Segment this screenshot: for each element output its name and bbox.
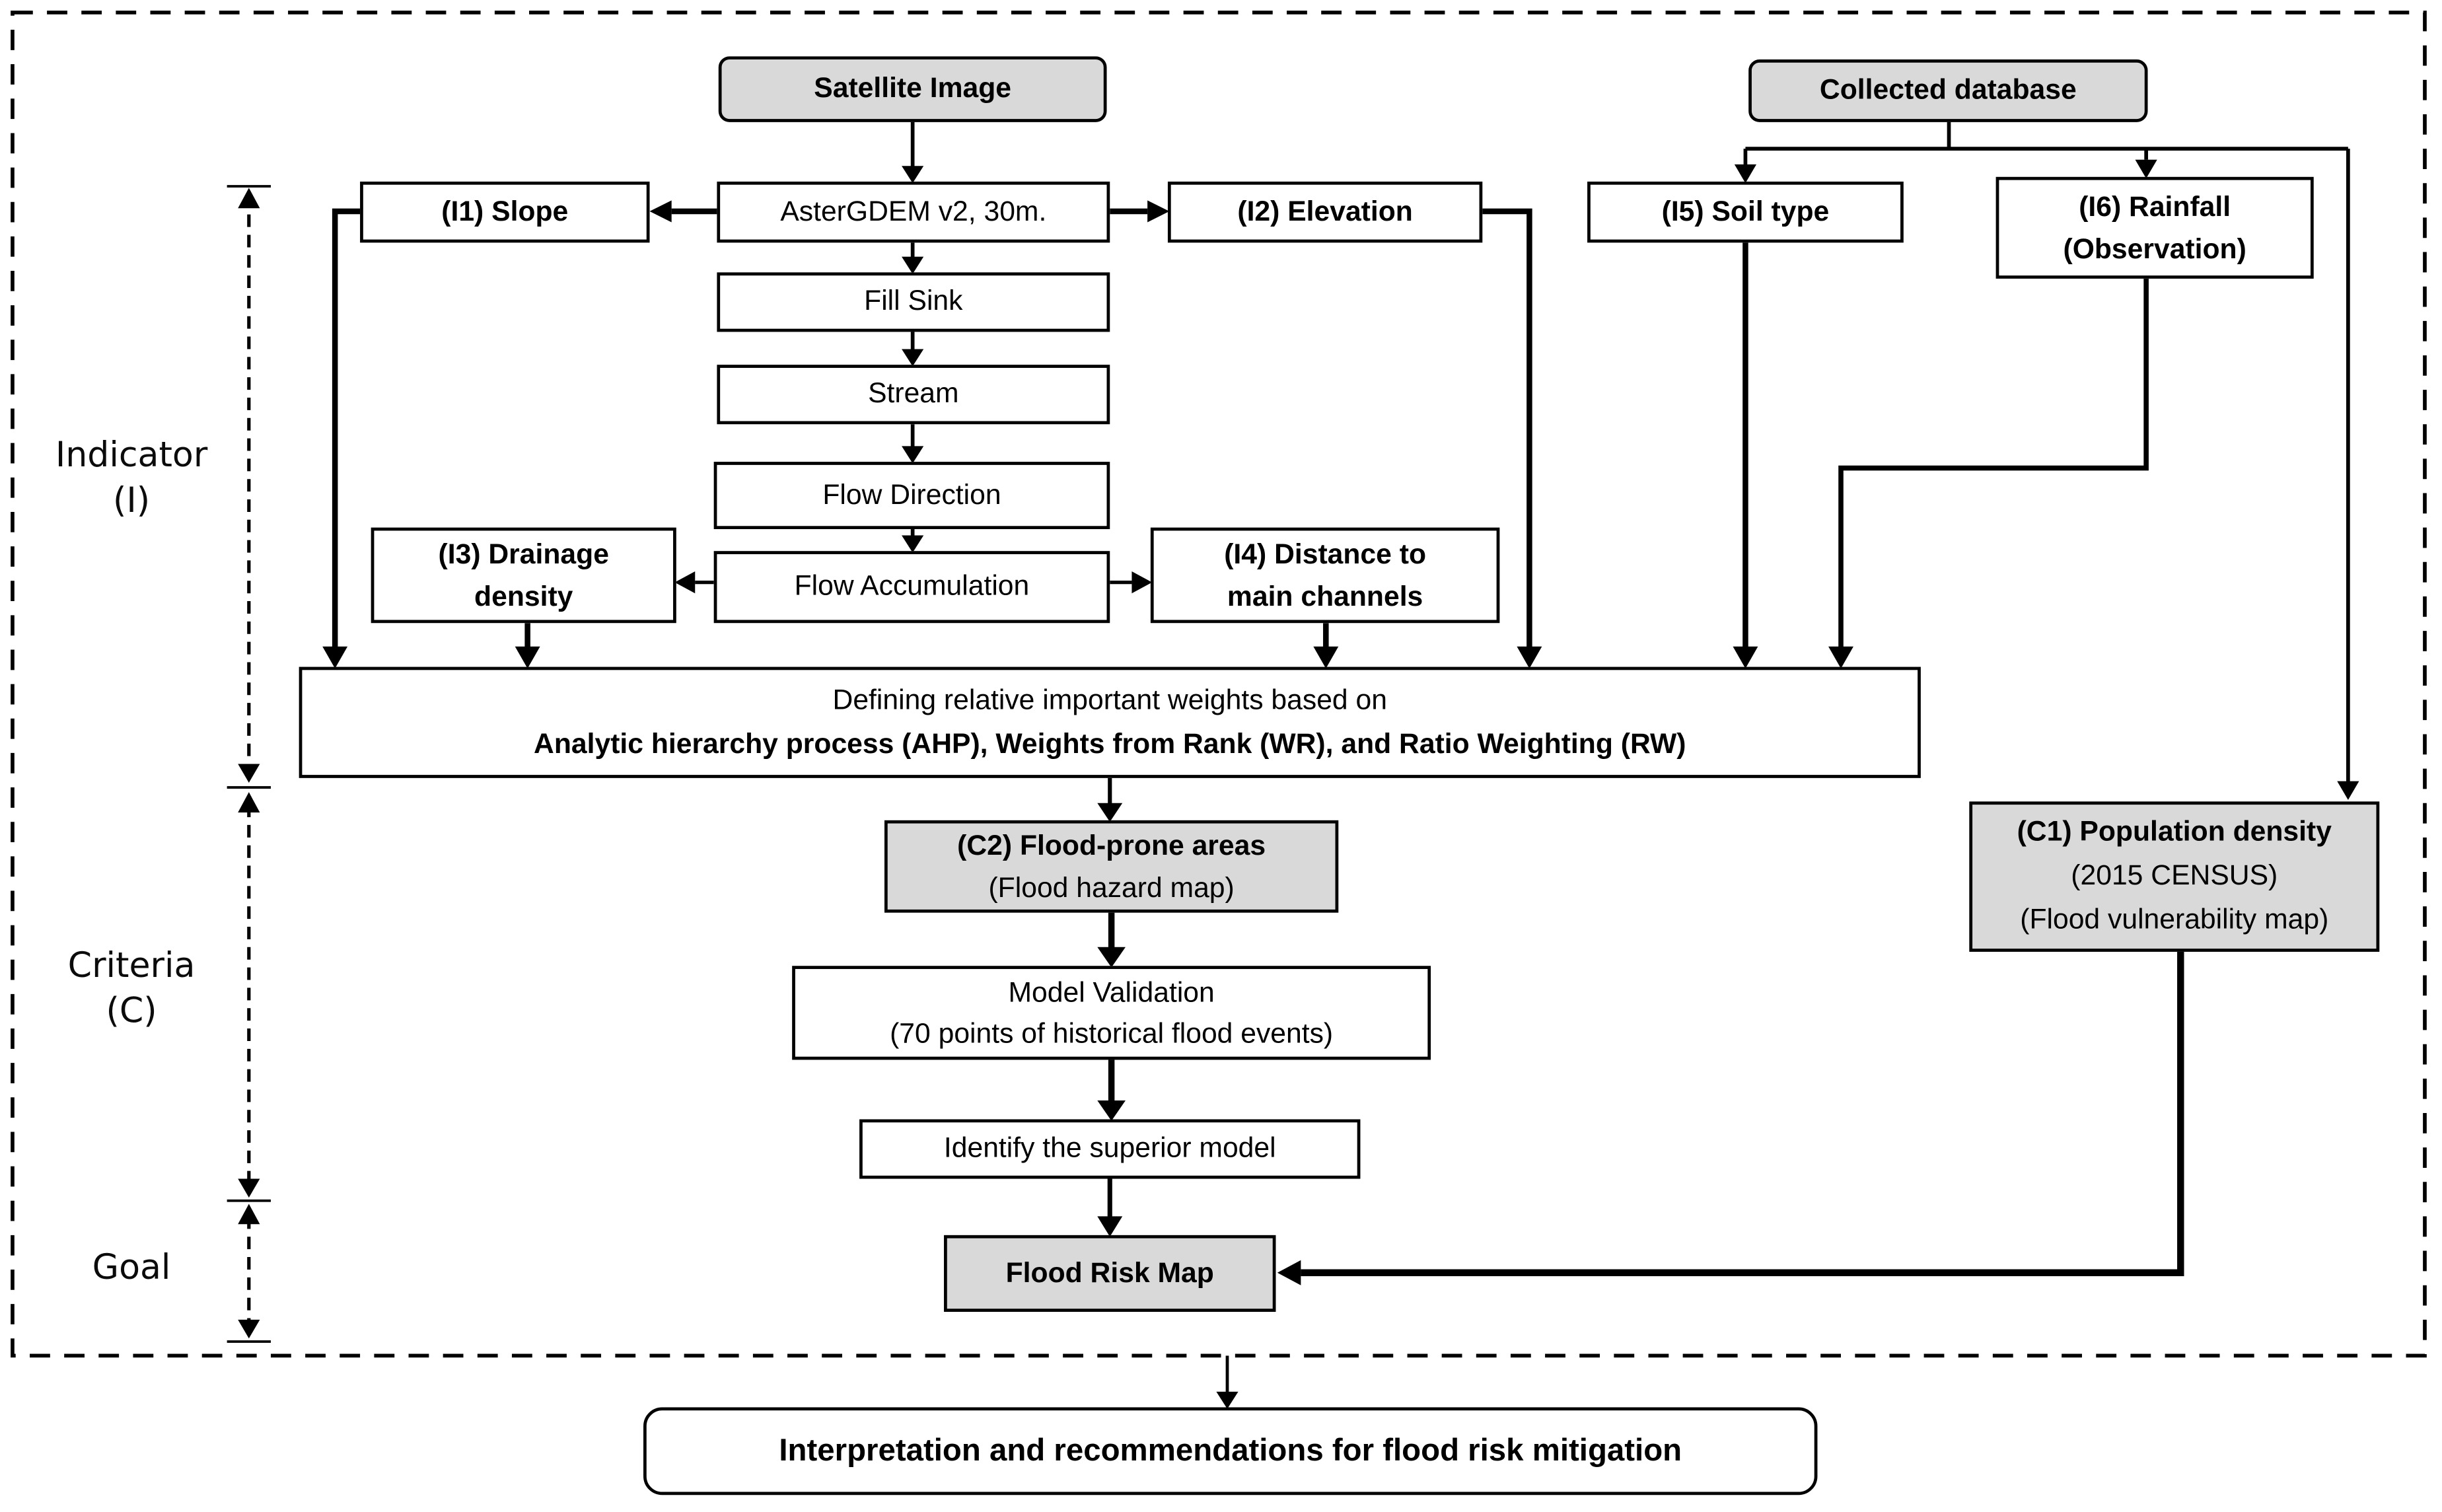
node-i2-elevation-label: (I2) Elevation bbox=[1237, 196, 1413, 227]
node-collected-database-label: Collected database bbox=[1819, 74, 2077, 106]
node-i3-line1: (I3) Drainage bbox=[438, 539, 609, 571]
node-i5-soil-type: (I5) Soil type bbox=[1587, 181, 1904, 243]
section-label-criteria: Criteria (C) bbox=[14, 945, 248, 1035]
connector-c2-to-modelvalidation bbox=[1097, 912, 1126, 968]
node-i5-soil-type-label: (I5) Soil type bbox=[1661, 196, 1830, 227]
section-label-indicator: Indicator (I) bbox=[14, 435, 248, 525]
connector-to-interpretation bbox=[1216, 1355, 1239, 1409]
node-i6-rainfall-line2: (Observation) bbox=[2063, 232, 2246, 264]
connector-i3-to-ahp bbox=[515, 623, 540, 668]
node-c1-line2: (2015 CENSUS) bbox=[2071, 859, 2278, 891]
connector-astergdem-to-i2 bbox=[1110, 200, 1170, 223]
node-fill-sink-label: Fill Sink bbox=[864, 285, 963, 317]
connector-stream-to-flowdirection bbox=[902, 424, 924, 464]
node-i4-distance: (I4) Distance to main channels bbox=[1150, 527, 1500, 624]
node-c1-line1: (C1) Population density bbox=[2017, 816, 2332, 847]
connector-fillsink-to-stream bbox=[902, 332, 924, 367]
connector-astergdem-to-fillsink bbox=[902, 242, 924, 274]
node-i4-line1: (I4) Distance to bbox=[1224, 539, 1427, 571]
connector-astergdem-to-i1 bbox=[649, 200, 717, 223]
connector-i1-to-ahp bbox=[322, 208, 361, 668]
node-flow-accumulation: Flow Accumulation bbox=[713, 551, 1110, 624]
section-label-indicator-text: Indicator bbox=[55, 437, 208, 476]
node-i3-line2: density bbox=[474, 580, 573, 612]
node-i1-slope-label: (I1) Slope bbox=[441, 196, 569, 227]
node-flood-risk-map: Flood Risk Map bbox=[944, 1235, 1276, 1312]
connector-flowaccumulation-to-i4 bbox=[1110, 571, 1153, 594]
connector-ahp-to-c2 bbox=[1097, 777, 1123, 822]
connector-flowaccumulation-to-i3 bbox=[674, 571, 714, 594]
node-i6-rainfall-line1: (I6) Rainfall bbox=[2079, 192, 2231, 223]
node-i2-elevation: (I2) Elevation bbox=[1167, 181, 1483, 243]
node-astergdem-label: AsterGDEM v2, 30m. bbox=[780, 196, 1047, 227]
node-interpretation: Interpretation and recommendations for f… bbox=[643, 1407, 1818, 1495]
node-c2-flood-prone-areas: (C2) Flood-prone areas (Flood hazard map… bbox=[884, 820, 1339, 913]
connector-modelvalidation-to-identify bbox=[1097, 1060, 1126, 1121]
node-flow-direction-label: Flow Direction bbox=[822, 478, 1001, 511]
node-ahp-line1: Defining relative important weights base… bbox=[832, 683, 1387, 715]
node-fill-sink: Fill Sink bbox=[717, 272, 1110, 332]
node-identify-superior-model: Identify the superior model bbox=[859, 1119, 1361, 1179]
node-stream-label: Stream bbox=[868, 378, 959, 410]
section-label-criteria-text: Criteria bbox=[67, 947, 196, 987]
section-label-goal: Goal bbox=[14, 1248, 248, 1293]
node-model-validation-line2: (70 points of historical flood events) bbox=[890, 1017, 1334, 1049]
node-model-validation: Model Validation (70 points of historica… bbox=[792, 966, 1431, 1060]
node-satellite-image-label: Satellite Image bbox=[814, 72, 1012, 104]
node-c2-line2: (Flood hazard map) bbox=[988, 871, 1235, 903]
node-interpretation-label: Interpretation and recommendations for f… bbox=[779, 1433, 1682, 1468]
section-label-indicator-sub: (I) bbox=[113, 481, 151, 521]
connector-satellite-to-astergdem bbox=[902, 122, 924, 184]
section-label-goal-text: Goal bbox=[92, 1249, 171, 1289]
node-identify-label: Identify the superior model bbox=[943, 1132, 1276, 1164]
section-label-criteria-sub: (C) bbox=[106, 991, 157, 1031]
node-flood-risk-map-label: Flood Risk Map bbox=[1005, 1256, 1214, 1289]
node-i1-slope: (I1) Slope bbox=[360, 181, 650, 243]
node-collected-database: Collected database bbox=[1748, 59, 2148, 122]
connector-i4-to-ahp bbox=[1313, 623, 1339, 668]
node-flow-accumulation-label: Flow Accumulation bbox=[794, 570, 1030, 602]
connector-i6-to-ahp bbox=[1828, 278, 2149, 668]
node-i4-line2: main channels bbox=[1227, 580, 1423, 612]
connector-flowdirection-to-flowaccumulation bbox=[902, 529, 924, 553]
node-astergdem: AsterGDEM v2, 30m. bbox=[717, 181, 1110, 243]
node-c1-population-density: (C1) Population density (2015 CENSUS) (F… bbox=[1969, 801, 2380, 952]
connector-i5-to-ahp bbox=[1733, 242, 1758, 668]
node-c2-line1: (C2) Flood-prone areas bbox=[957, 830, 1266, 862]
node-c1-line3: (Flood vulnerability map) bbox=[2020, 903, 2329, 935]
node-satellite-image: Satellite Image bbox=[718, 56, 1107, 122]
node-ahp-line2: Analytic hierarchy process (AHP), Weight… bbox=[534, 727, 1686, 759]
node-ahp-weights: Defining relative important weights base… bbox=[299, 666, 1921, 778]
node-i6-rainfall: (I6) Rainfall (Observation) bbox=[1995, 176, 2314, 279]
node-flow-direction: Flow Direction bbox=[713, 462, 1110, 530]
connector-identify-to-floodriskmap bbox=[1097, 1178, 1123, 1237]
node-i3-drainage-density: (I3) Drainage density bbox=[371, 527, 676, 624]
node-model-validation-line1: Model Validation bbox=[1008, 976, 1215, 1008]
node-stream: Stream bbox=[717, 365, 1110, 425]
